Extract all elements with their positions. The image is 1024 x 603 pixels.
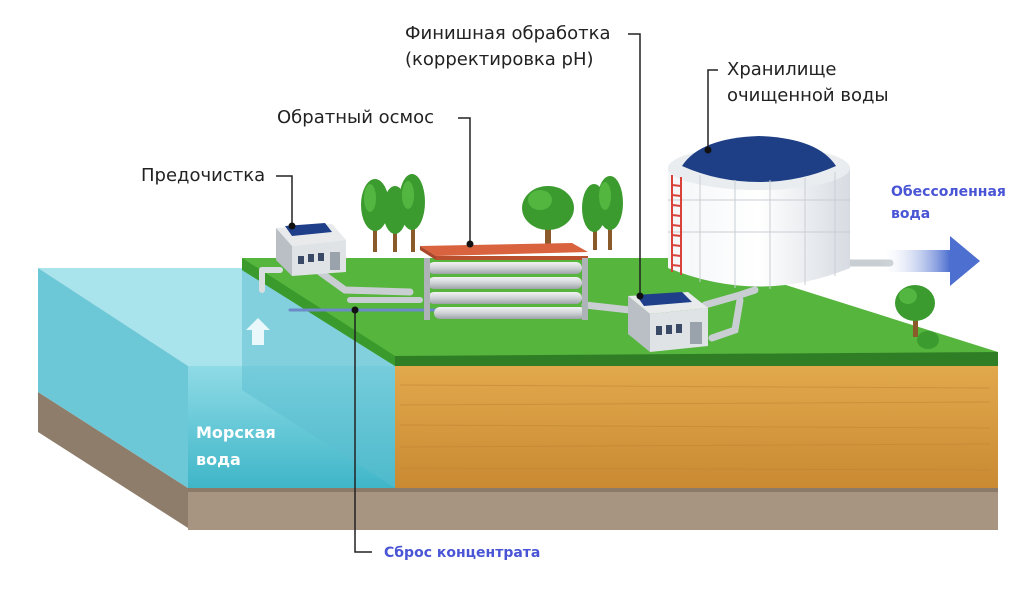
label-desalinated-line2: вода bbox=[891, 206, 931, 222]
label-reverse-osmosis: Обратный осмос bbox=[277, 107, 435, 128]
storage-tank bbox=[668, 136, 850, 289]
trees bbox=[361, 174, 939, 349]
reverse-osmosis-unit bbox=[420, 243, 588, 320]
tank-ladder bbox=[671, 175, 682, 275]
pretreatment-building bbox=[276, 223, 346, 276]
label-storage-line1: Хранилище bbox=[727, 59, 837, 80]
sea-water bbox=[38, 268, 395, 488]
label-finishing-line1: Финишная обработка bbox=[405, 23, 611, 44]
intake-arrow bbox=[246, 318, 270, 345]
label-seawater-line1: Морская bbox=[196, 423, 276, 442]
output-arrow bbox=[880, 236, 980, 286]
label-pretreatment: Предочистка bbox=[141, 165, 266, 186]
soil-layer bbox=[395, 366, 998, 488]
callout-dots bbox=[288, 146, 712, 314]
finishing-building bbox=[628, 292, 708, 352]
pipes bbox=[259, 259, 894, 342]
label-desalinated-line1: Обессоленная bbox=[891, 184, 1006, 200]
label-finishing-line2: (корректировка pH) bbox=[405, 49, 594, 70]
label-seawater-line2: вода bbox=[196, 450, 241, 469]
label-brine-discharge: Сброс концентрата bbox=[384, 545, 541, 561]
label-storage-line2: очищенной воды bbox=[727, 85, 889, 106]
bedrock-layer bbox=[38, 392, 998, 530]
callout-lines bbox=[276, 33, 718, 553]
